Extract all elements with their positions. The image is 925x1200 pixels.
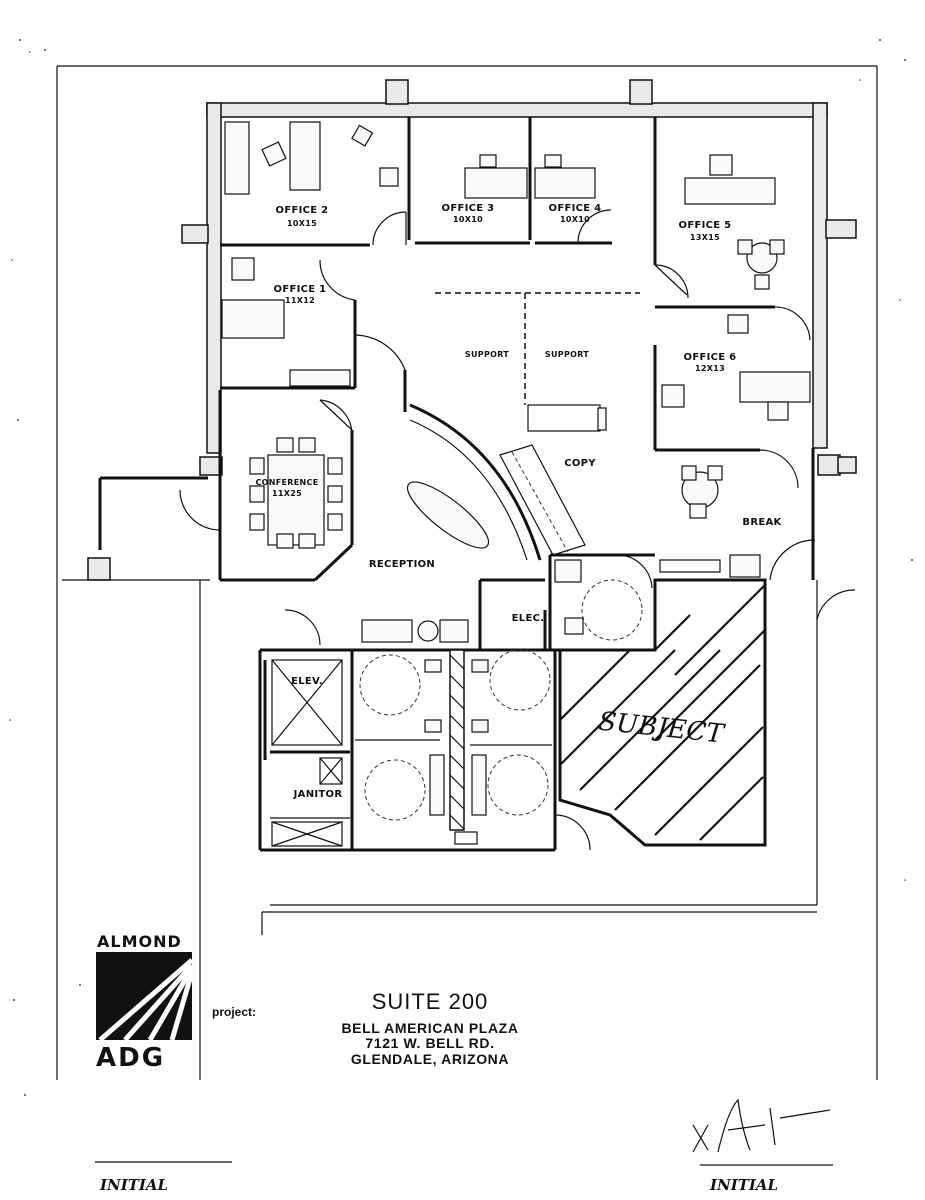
label-office-1: OFFICE 1 <box>274 284 327 295</box>
almond-adg-logo: ALMOND ADG <box>96 932 195 1073</box>
label-conference: CONFERENCE <box>256 478 319 487</box>
furniture <box>221 121 811 643</box>
label-support-2: SUPPORT <box>545 350 589 359</box>
label-office-6: OFFICE 6 <box>684 352 737 363</box>
label-office-5-size: 13X15 <box>690 233 720 242</box>
copy-alcove <box>499 404 601 556</box>
address-line-2: 7121 W. BELL RD. <box>365 1035 494 1051</box>
label-office-2: OFFICE 2 <box>276 205 329 216</box>
label-elec: ELEC. <box>512 613 545 624</box>
label-office-4-size: 10X10 <box>560 215 590 224</box>
label-office-3: OFFICE 3 <box>442 203 495 214</box>
elevator-shaft <box>271 659 343 847</box>
label-break: BREAK <box>742 517 782 528</box>
label-elevator: ELEV. <box>291 676 323 687</box>
address-line-3: GLENDALE, ARIZONA <box>351 1051 509 1067</box>
curved-wall <box>409 403 542 561</box>
subject-area <box>558 578 767 847</box>
label-janitor: JANITOR <box>293 789 343 800</box>
title-block: project: SUITE 200 BELL AMERICAN PLAZA 7… <box>212 989 518 1067</box>
label-office-3-size: 10X10 <box>453 215 483 224</box>
label-support-1: SUPPORT <box>465 350 509 359</box>
project-label: project: <box>212 1005 256 1019</box>
scan-specks <box>9 39 913 1096</box>
address-line-1: BELL AMERICAN PLAZA <box>341 1020 518 1036</box>
label-conference-size: 11X25 <box>272 489 302 498</box>
label-office-6-size: 12X13 <box>695 364 725 373</box>
room-labels: OFFICE 2 10X15 OFFICE 3 10X10 OFFICE 4 1… <box>256 203 783 800</box>
label-office-5: OFFICE 5 <box>679 220 732 231</box>
suite-title: SUITE 200 <box>372 989 489 1014</box>
support-dashed-lines <box>435 292 640 405</box>
label-office-1-size: 11X12 <box>285 296 315 305</box>
label-office-2-size: 10X15 <box>287 219 317 228</box>
logo-adg-text: ADG <box>96 1043 165 1073</box>
label-office-4: OFFICE 4 <box>549 203 602 214</box>
door-swings <box>179 209 856 851</box>
drawing-frame <box>56 65 878 1080</box>
initial-right: INITIAL <box>692 1098 833 1194</box>
label-copy: COPY <box>564 458 596 469</box>
initial-left-text: INITIAL <box>99 1176 168 1194</box>
subject-handwritten-label: SUBJECT <box>597 707 727 750</box>
exterior-walls <box>87 79 857 581</box>
initial-right-text: INITIAL <box>709 1176 778 1194</box>
restroom-fixtures <box>355 559 643 845</box>
initial-left: INITIAL <box>95 1161 232 1194</box>
label-reception: RECEPTION <box>369 559 435 570</box>
logo-almond-text: ALMOND <box>97 932 182 951</box>
